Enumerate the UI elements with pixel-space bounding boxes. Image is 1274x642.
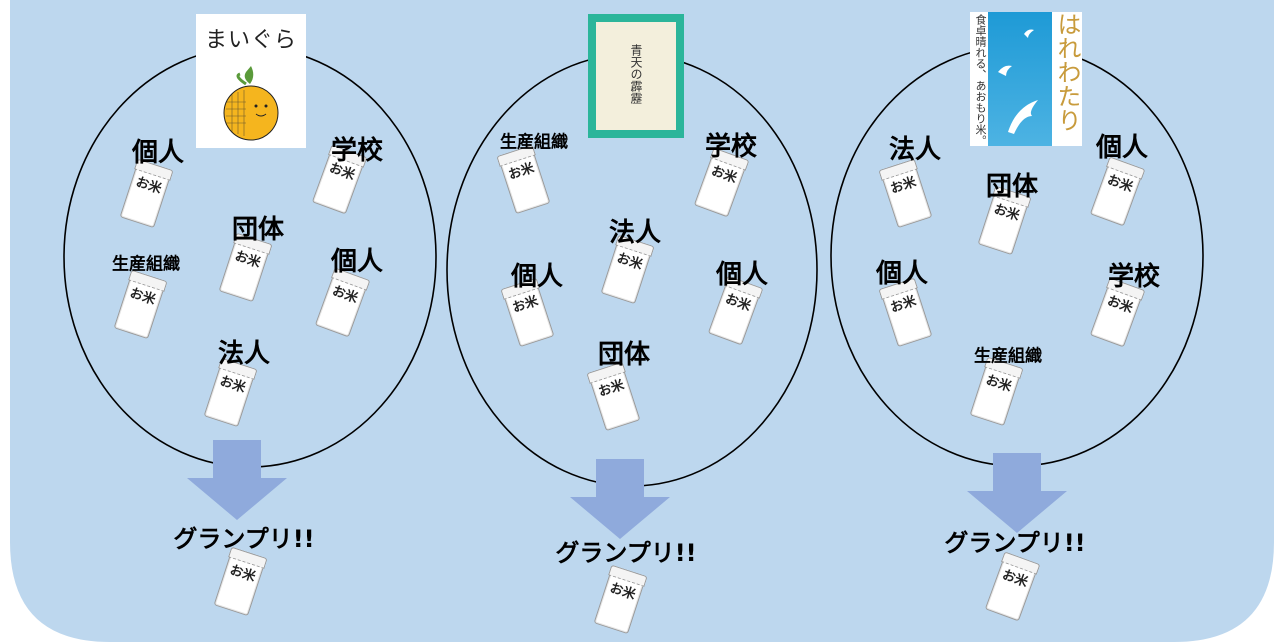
book-title: 青天の霹靂	[629, 44, 643, 104]
entrant-category-label: 個人	[330, 247, 384, 277]
entrant-category-label: 法人	[888, 135, 942, 165]
entrant-category-label: 法人	[608, 218, 662, 248]
grand-prix-label: グランプリ!!	[173, 525, 315, 553]
entrant-category-label: 個人	[875, 259, 929, 289]
grand-prix-label: グランプリ!!	[944, 529, 1086, 557]
entrant-category-label: 個人	[131, 138, 185, 168]
entrant-category-label: 個人	[1095, 133, 1149, 163]
entrant-category-label: 生産組織	[500, 132, 568, 153]
entrant-category-label: 学校	[704, 132, 758, 162]
down-arrow	[570, 459, 670, 539]
entrant-category-label: 生産組織	[112, 254, 180, 275]
entrant-category-label: 法人	[217, 339, 271, 369]
bird-icon	[998, 29, 1038, 134]
undefined: 食卓晴れる、あおもり米。 はれわたり	[970, 12, 1082, 146]
entrant-category-label: 生産組織	[974, 346, 1042, 367]
book-title: まいぐら	[204, 28, 297, 53]
entrant-category-label: 個人	[510, 262, 564, 292]
down-arrow	[187, 440, 287, 520]
entrant-category-label: 学校	[330, 136, 384, 166]
sky-panel	[988, 12, 1052, 146]
sun-character-icon	[223, 66, 279, 141]
grand-prix-label: グランプリ!!	[555, 539, 697, 567]
entrant-category-label: 個人	[715, 260, 769, 290]
book-cover-inner: 青天の霹靂	[596, 22, 676, 130]
entrant-category-label: 学校	[1107, 262, 1161, 292]
down-arrow	[967, 453, 1067, 533]
undefined: 青天の霹靂	[588, 14, 684, 138]
entrant-category-label: 団体	[597, 340, 651, 370]
book-subtitle: 食卓晴れる、あおもり米。	[974, 14, 987, 146]
undefined: まいぐら	[196, 14, 306, 148]
book-title: はれわたり	[1053, 12, 1081, 132]
entrant-category-label: 団体	[985, 172, 1039, 202]
entrant-category-label: 団体	[231, 215, 285, 245]
